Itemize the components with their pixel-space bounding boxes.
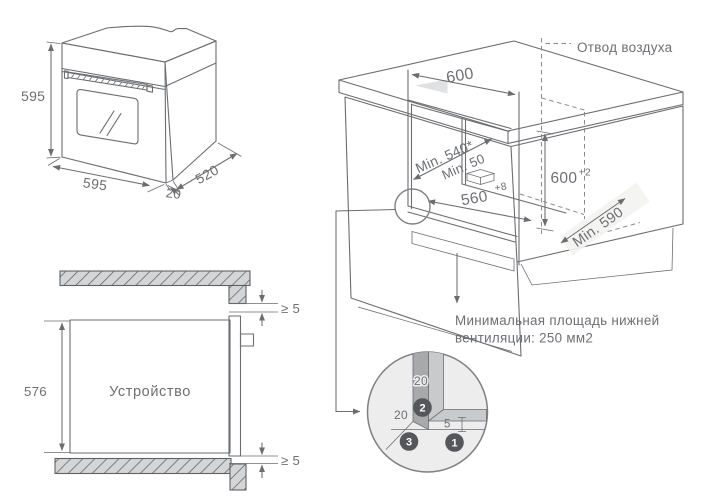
niche-section-drawing: Устройство ≥ 5 ≥ 5 576 bbox=[24, 270, 300, 491]
oven-width-label: 595 bbox=[82, 174, 108, 193]
vent-note-line2: вентиляции: 250 мм2 bbox=[455, 331, 593, 346]
oven-handle-icon bbox=[63, 70, 154, 93]
cabinet-niche-opening bbox=[407, 69, 520, 266]
corner-detail-callout: 20 20 5 2 3 1 bbox=[366, 351, 489, 473]
niche-height-label: 600 bbox=[551, 170, 578, 187]
detail-top-dim-label: 20 bbox=[414, 374, 428, 388]
opening-width-label: 600 bbox=[445, 65, 475, 87]
callout-connector-line bbox=[335, 208, 396, 415]
cabinet-plinth bbox=[357, 227, 674, 352]
corner-callout-circle bbox=[394, 188, 431, 225]
vent-note-line1: Минимальная площадь нижней bbox=[455, 313, 659, 328]
cabinet-vent-strip bbox=[411, 230, 515, 272]
detail-badge-3: 3 bbox=[399, 432, 419, 451]
niche-width-label: 560 bbox=[460, 188, 489, 209]
cabinet-front-face bbox=[344, 96, 522, 357]
section-gap-top-label: ≥ 5 bbox=[281, 301, 300, 316]
section-top-trim bbox=[228, 284, 247, 305]
oven-isometric-drawing: 595 595 520 20 bbox=[21, 25, 242, 202]
niche-width-tolerance: +8 bbox=[494, 180, 508, 194]
oven-window-shine bbox=[99, 110, 122, 137]
insert-direction-arrow-icon bbox=[415, 79, 448, 94]
oven-side-face bbox=[164, 40, 217, 181]
detail-badge-1: 1 bbox=[445, 433, 464, 452]
section-gap-bottom-label: ≥ 5 bbox=[281, 453, 300, 468]
air-outlet-label: Отвод воздуха bbox=[577, 40, 673, 55]
detail-gap-dim-label: 5 bbox=[444, 419, 451, 431]
section-bottom-panel bbox=[54, 457, 232, 475]
svg-text:1: 1 bbox=[451, 437, 457, 449]
oven-height-label: 595 bbox=[21, 88, 45, 104]
section-door-panel bbox=[228, 315, 242, 457]
oven-front-face bbox=[61, 42, 167, 184]
section-device-label: Устройство bbox=[109, 384, 191, 400]
section-latch bbox=[239, 333, 255, 347]
section-device-outline bbox=[69, 319, 231, 454]
cabinet-rear-spacer bbox=[465, 169, 496, 186]
svg-text:3: 3 bbox=[406, 436, 412, 448]
section-top-panel bbox=[59, 270, 251, 287]
cabinet-countertop bbox=[338, 40, 684, 145]
section-height-label: 576 bbox=[24, 384, 47, 399]
niche-height-tolerance: +2 bbox=[579, 167, 592, 179]
cabinet-right-face bbox=[510, 105, 684, 263]
oven-front-offset-label: 20 bbox=[165, 185, 182, 202]
cabinet-cutout-drawing: Отвод воздуха 600 Min. 540* Min. 50 600 … bbox=[335, 38, 684, 415]
detail-side-dim-label: 20 bbox=[394, 408, 408, 422]
oven-top-face bbox=[61, 25, 217, 63]
oven-window bbox=[76, 88, 139, 145]
detail-side-wall bbox=[412, 352, 429, 431]
section-bottom-trim bbox=[229, 463, 247, 491]
air-duct-hidden-lines bbox=[519, 38, 641, 239]
oven-control-band bbox=[61, 62, 217, 91]
svg-text:2: 2 bbox=[419, 402, 425, 414]
detail-badge-2: 2 bbox=[413, 398, 432, 417]
